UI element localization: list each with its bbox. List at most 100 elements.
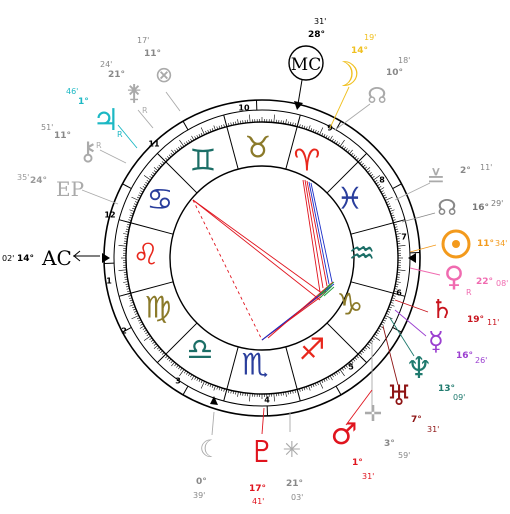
- connector-line: [100, 150, 126, 163]
- degree-tick: [143, 328, 146, 330]
- degree-tick: [372, 338, 374, 340]
- degree-tick: [175, 364, 177, 366]
- house-number: 3: [175, 377, 181, 386]
- ceres-degree: 21°: [286, 479, 303, 489]
- degree-tick: [249, 393, 250, 401]
- degree-tick: [340, 369, 345, 376]
- sun-minutes: 34': [495, 239, 507, 248]
- connector-line: [166, 92, 180, 111]
- degree-tick: [167, 156, 169, 158]
- saturn-icon: ♄: [430, 295, 453, 325]
- degree-tick: [178, 367, 180, 369]
- degree-tick: [349, 150, 352, 154]
- degree-tick: [179, 140, 184, 147]
- lilith-icon: ☊: [437, 196, 457, 221]
- degree-tick: [144, 336, 151, 341]
- blackmoon-degree: 0°: [196, 477, 207, 487]
- degree-tick: [162, 161, 164, 163]
- degree-tick: [249, 115, 250, 123]
- connector-line: [395, 183, 430, 200]
- gemini-icon: ♊: [190, 144, 217, 179]
- ep-minutes: 35': [17, 173, 29, 182]
- venus-minutes: 08': [496, 279, 508, 288]
- house-number: 1: [106, 277, 112, 286]
- degree-tick: [178, 147, 180, 149]
- neptune-minutes: 09': [453, 393, 465, 402]
- ep-text: EP: [56, 177, 84, 201]
- ac-minutes: 02': [2, 254, 14, 263]
- degree-tick: [330, 376, 333, 380]
- fortune-icon: ✛: [364, 402, 382, 427]
- degree-tick: [390, 210, 395, 212]
- degree-tick: [130, 210, 135, 212]
- planet-saturn: ♄ 19° 11': [430, 295, 499, 327]
- degree-tick: [144, 175, 151, 180]
- degree-tick: [171, 361, 173, 363]
- libra-icon: ♎: [187, 333, 214, 368]
- aspect-line: [193, 200, 262, 340]
- degree-tick: [165, 158, 167, 160]
- degree-tick: [186, 141, 188, 144]
- house-number: 11: [148, 140, 160, 149]
- degree-tick: [373, 336, 380, 341]
- planet-vertex: ≚ 2° 11': [427, 163, 493, 192]
- blackmoon-minutes: 39': [193, 491, 205, 500]
- connector-line: [410, 245, 436, 252]
- degree-tick: [368, 344, 370, 346]
- degree-tick: [365, 167, 367, 169]
- connector-line: [262, 408, 264, 434]
- mc-label: 31' 28° MC: [289, 17, 326, 104]
- degree-tick: [152, 342, 154, 344]
- mars-minutes: 31': [362, 472, 374, 481]
- degree-tick: [188, 140, 190, 143]
- degree-tick: [375, 180, 377, 182]
- planet-ceres: ✳ 21° 03': [283, 438, 304, 502]
- degree-tick: [366, 167, 370, 170]
- mars-icon: ♂: [331, 417, 358, 452]
- mc-text: MC: [291, 55, 321, 75]
- planet-lilith: ☊ 16° 29': [437, 196, 503, 221]
- connector-line: [82, 190, 118, 204]
- degree-tick: [188, 373, 190, 376]
- mc-degree: 28°: [308, 30, 325, 40]
- mercury-degree: 16°: [456, 351, 473, 361]
- degree-tick: [366, 345, 370, 348]
- ep-degree: 24°: [30, 176, 47, 186]
- mars-degree: 1°: [352, 458, 363, 468]
- degree-tick: [169, 155, 171, 157]
- sign-divider: [327, 323, 367, 363]
- degree-tick: [356, 158, 358, 160]
- aspect-line: [193, 200, 320, 300]
- uranus-icon: ♅: [386, 379, 411, 412]
- degree-tick: [154, 167, 158, 170]
- degree-tick: [162, 352, 164, 354]
- connector-line: [212, 412, 214, 435]
- degree-tick: [157, 167, 159, 169]
- degree-tick: [154, 171, 156, 173]
- degree-tick: [192, 376, 195, 380]
- degree-tick: [165, 356, 167, 358]
- ac-label: 02' 14° AC: [2, 246, 100, 270]
- degree-tick: [130, 305, 135, 307]
- degree-tick: [338, 143, 340, 145]
- degree-tick: [338, 371, 340, 373]
- pof-icon: ⊗: [155, 63, 173, 88]
- sagittarius-icon: ♐: [299, 333, 326, 368]
- degree-tick: [363, 165, 365, 167]
- pof-minutes: 17': [137, 36, 149, 45]
- venus-retro: R: [466, 288, 472, 297]
- degree-tick: [145, 332, 148, 334]
- degree-tick: [360, 161, 362, 163]
- degree-tick: [361, 163, 363, 165]
- degree-tick: [274, 115, 275, 123]
- degree-tick: [192, 136, 195, 140]
- fortune-degree: 3°: [384, 439, 395, 449]
- degree-tick: [348, 150, 350, 152]
- planet-part-of-fortune: 17' 11° ⊗: [137, 36, 173, 88]
- pisces-icon: ♓: [337, 182, 364, 217]
- house-cusp: [183, 386, 188, 395]
- degree-tick: [150, 338, 152, 340]
- degree-tick: [346, 148, 348, 150]
